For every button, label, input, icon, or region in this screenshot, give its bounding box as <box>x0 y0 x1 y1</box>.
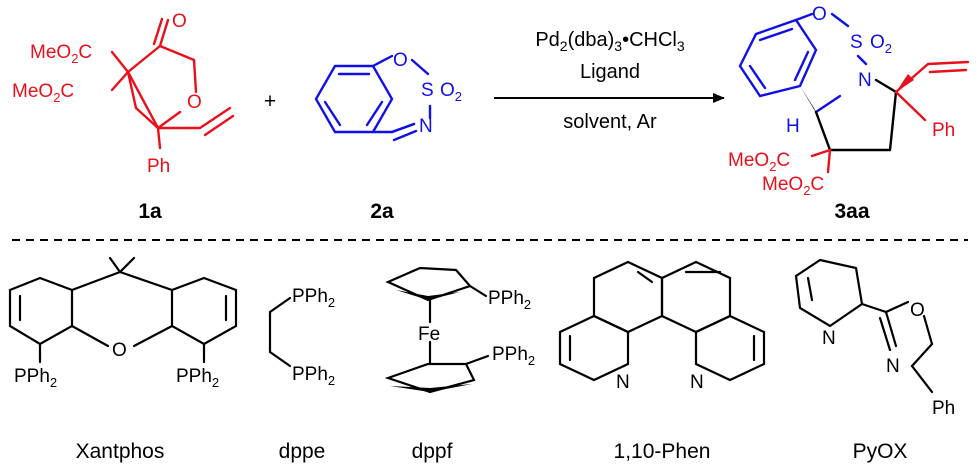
o-label-3aa: O <box>812 4 827 25</box>
s-label-3aa: S <box>850 32 863 53</box>
ligand-xantphos-structure <box>8 256 238 364</box>
ligand-name-0: Xantphos <box>76 440 165 463</box>
pyox-ph: Ph <box>932 398 955 419</box>
dppf-fe-label: Fe <box>418 324 440 345</box>
compound-1a-structure <box>110 17 235 150</box>
h-label-3aa: H <box>786 116 800 137</box>
vinyl-wedge-3aa <box>896 74 914 92</box>
phen-n-right: N <box>690 372 704 393</box>
ligand-dppe-structure <box>268 296 292 368</box>
condition-solvent: solvent, Ar <box>563 111 657 133</box>
compound-1a-labels: O O MeO2C MeO2C Ph <box>12 11 202 177</box>
ligand-name-3: 1,10-Phen <box>614 440 711 463</box>
compound-2a-labels: O S O2 N <box>393 50 462 137</box>
xantphos-o-label: O <box>112 340 127 361</box>
ligand-pyox-structure <box>794 258 934 394</box>
s-label-2a: S <box>421 80 434 101</box>
ligand-name-1: dppe <box>279 440 326 463</box>
ph-label-1a: Ph <box>147 156 170 177</box>
ligand-name-2: dppf <box>412 440 453 463</box>
dppf-cp-bottom-bold <box>390 384 472 392</box>
compound-label-1a: 1a <box>138 200 162 223</box>
o2-label-2a: O2 <box>440 80 462 104</box>
ring-o-label: O <box>187 92 202 113</box>
xantphos-pph2-right: PPh2 <box>176 366 219 390</box>
xantphos-pph2-left: PPh2 <box>14 366 57 390</box>
stereo-wedge-3aa <box>800 86 818 116</box>
carbonyl-o-label: O <box>172 11 187 32</box>
dppf-pph2-bottom: PPh2 <box>492 344 535 368</box>
meo2c-label-2: MeO2C <box>12 81 74 105</box>
ligand-name-4: PyOX <box>853 440 908 463</box>
pyox-o: O <box>910 300 925 321</box>
pyox-oxazoline-n: N <box>886 356 900 377</box>
compound-2a-structure <box>314 54 432 142</box>
compound-3aa-blue <box>738 12 868 114</box>
o2-label-3aa: O2 <box>870 32 892 56</box>
dppf-pph2-top: PPh2 <box>488 288 531 312</box>
compound-3aa-red <box>810 60 970 174</box>
dppe-pph2-top: PPh2 <box>292 286 335 310</box>
compound-label-3aa: 3aa <box>834 200 869 223</box>
phen-n-left: N <box>616 372 630 393</box>
condition-catalyst: Pd2(dba)3•CHCl3 <box>535 29 685 54</box>
compound-3aa-labels: O S O2 N H Ph MeO2C MeO2C <box>728 4 955 198</box>
plus-sign: + <box>264 90 276 113</box>
meo2c-label-3aa-1: MeO2C <box>728 150 790 174</box>
n-label-2a: N <box>419 116 433 137</box>
n-label-3aa: N <box>858 70 872 91</box>
condition-ligand: Ligand <box>580 61 640 83</box>
ligand-phen-structure <box>558 260 766 382</box>
compound-label-2a: 2a <box>370 200 394 223</box>
o-label-2a: O <box>393 50 408 71</box>
compound-3aa-black <box>814 78 898 152</box>
ph-label-3aa: Ph <box>932 120 955 141</box>
meo2c-label-1: MeO2C <box>30 42 92 66</box>
dppf-cp-top-bold <box>396 290 460 300</box>
pyox-py-n: N <box>822 328 836 349</box>
meo2c-label-3aa-2: MeO2C <box>762 174 824 198</box>
dppe-pph2-bottom: PPh2 <box>292 364 335 388</box>
